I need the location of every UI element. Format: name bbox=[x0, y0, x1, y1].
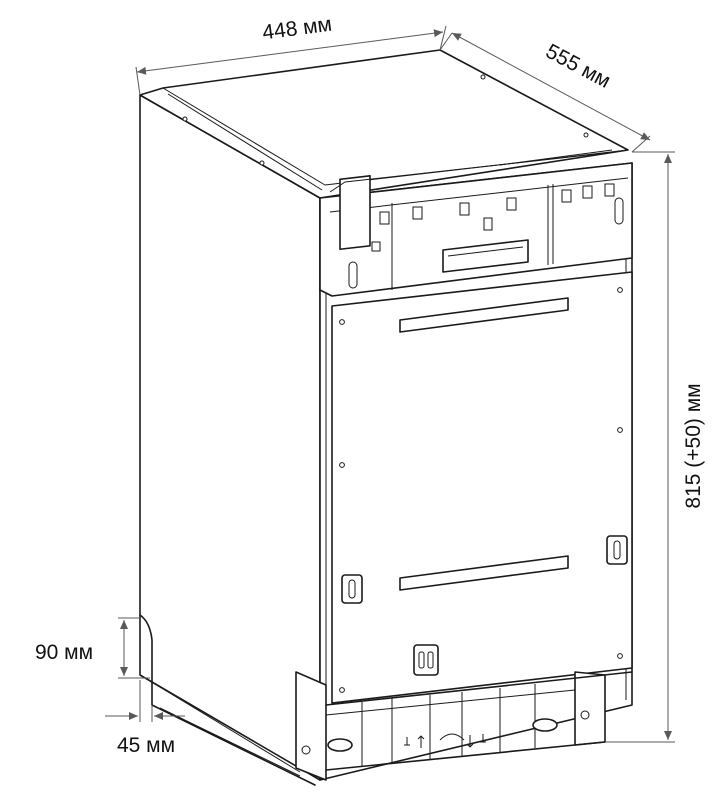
door-latch bbox=[413, 644, 439, 676]
width-label: 448 мм bbox=[261, 13, 333, 45]
base-feet bbox=[295, 671, 633, 781]
door-panel bbox=[331, 271, 633, 704]
hinge-keyhole-left bbox=[341, 574, 363, 604]
door-slot-upper bbox=[399, 297, 569, 333]
control-strip bbox=[319, 149, 633, 297]
plinth-height-label: 90 мм bbox=[35, 641, 93, 664]
side-panel bbox=[139, 94, 321, 781]
height-label: 815 (+50) мм bbox=[682, 383, 705, 508]
door-slot-lower bbox=[399, 555, 569, 591]
plinth-depth-label: 45 мм bbox=[117, 734, 175, 757]
dimension-plinth-height: 90 мм bbox=[35, 617, 150, 679]
door-screw-holes bbox=[339, 287, 623, 693]
hinge-keyhole-right bbox=[606, 535, 628, 565]
dimension-plinth-depth: 45 мм bbox=[105, 680, 185, 757]
dimension-height: 815 (+50) мм bbox=[605, 151, 705, 743]
depth-label: 555 мм bbox=[542, 40, 614, 93]
dishwasher-body bbox=[139, 49, 633, 786]
